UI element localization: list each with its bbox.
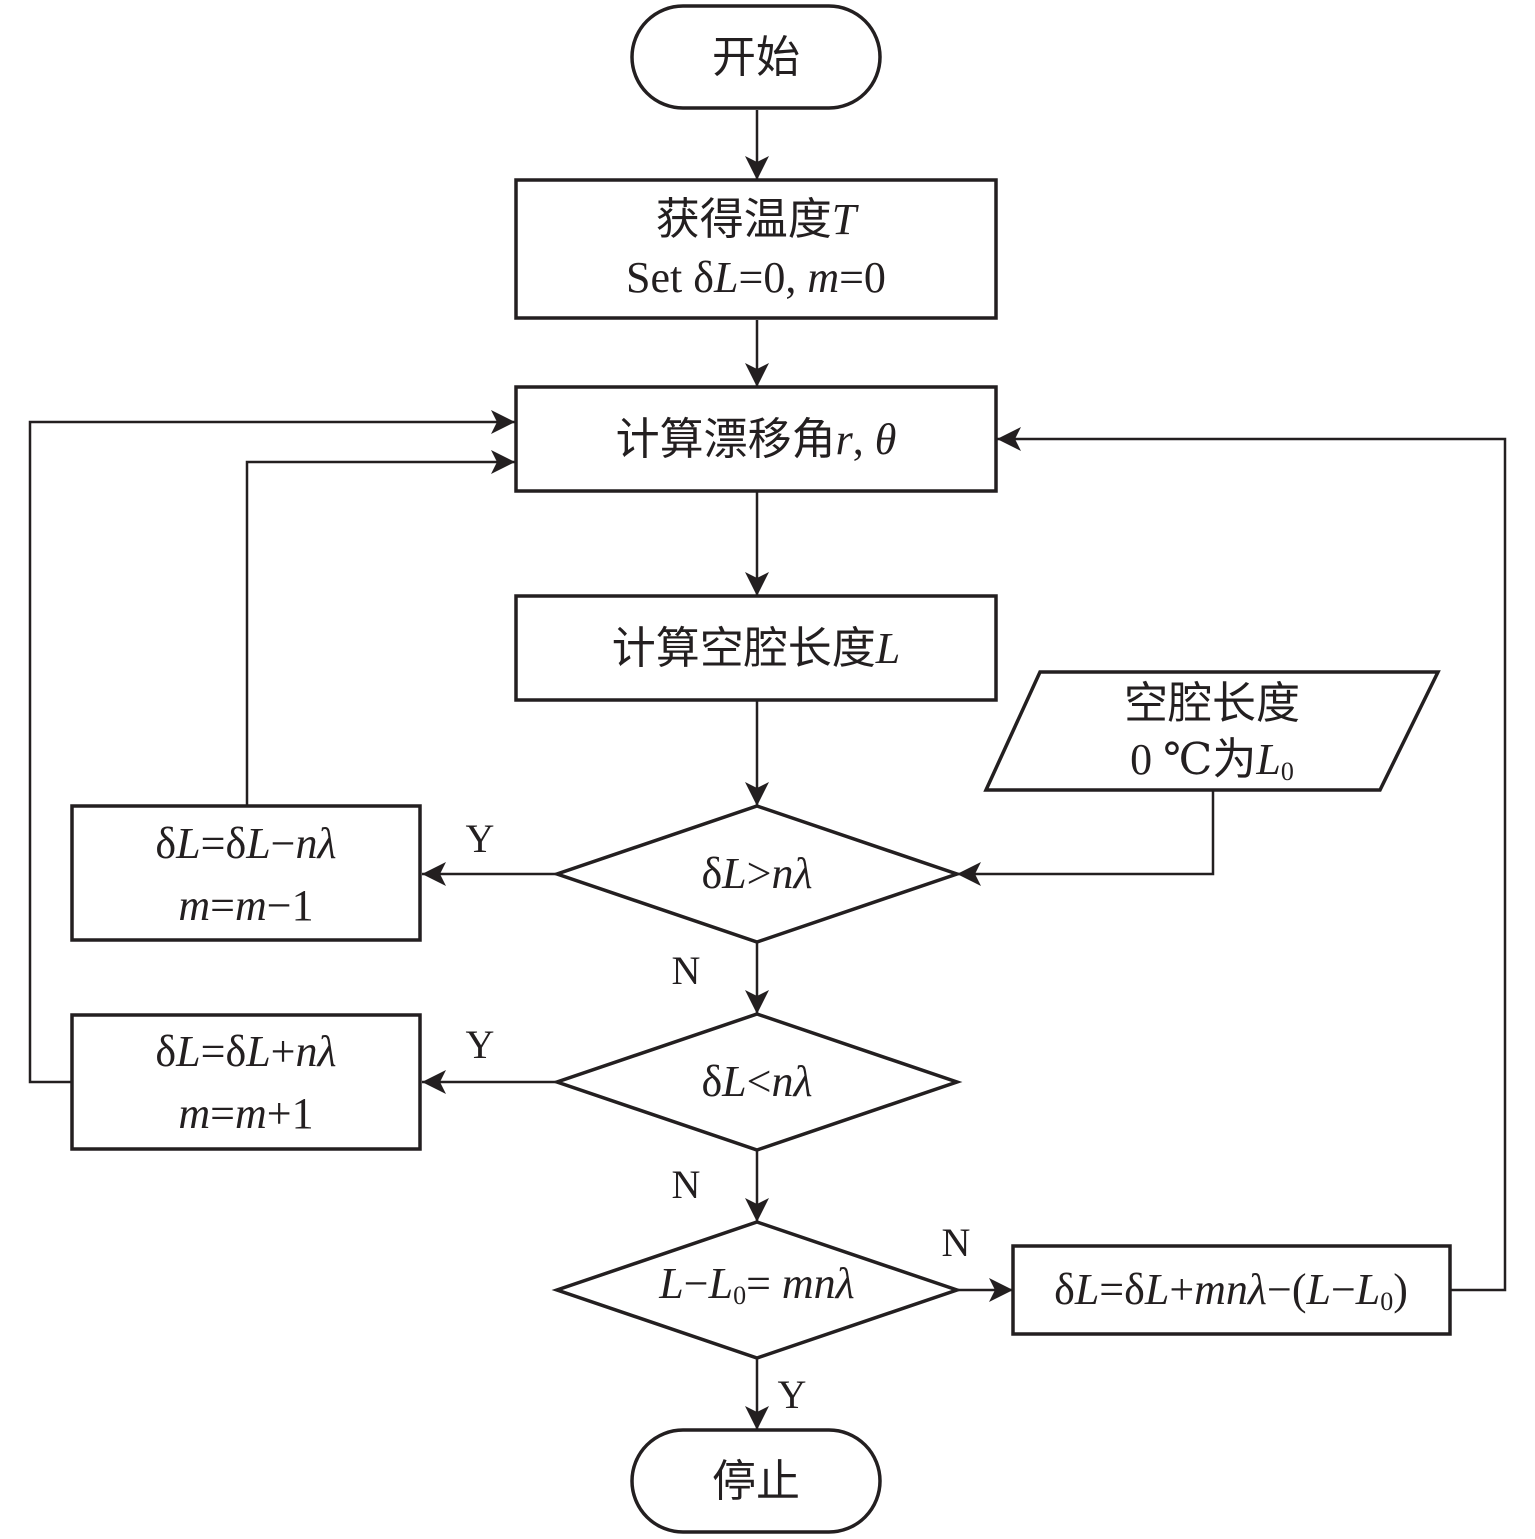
stop-label: 停止: [712, 1457, 800, 1506]
decision-2-label: δL<nλ: [701, 1057, 812, 1106]
decision-3-label: L−L0= mnλ: [658, 1259, 854, 1310]
edge-label-dec1-yes: Y: [466, 816, 495, 861]
decision-1-label: δL>nλ: [701, 849, 812, 898]
box-minus-line1: δL=δL−nλ: [155, 819, 336, 868]
input-l0-line1: 空腔长度: [1124, 679, 1300, 728]
decision-1-node: δL>nλ: [551, 804, 963, 944]
edge-label-dec2-yes: Y: [466, 1022, 495, 1067]
connectors: [28, 110, 1507, 1430]
box-plus-line2: m=m+1: [178, 1089, 313, 1138]
edge-label-dec2-no: N: [672, 1162, 701, 1207]
calc-length-label: 计算空腔长度L: [612, 624, 900, 673]
box-adjust-label: δL=δL+mnλ−(L−L0): [1054, 1265, 1408, 1316]
stop-node: 停止: [630, 1428, 882, 1534]
calc-drift-node: 计算漂移角r, θ: [514, 385, 998, 493]
edge-box-plus-loop: [28, 410, 515, 1084]
edge-label-dec3-no: N: [942, 1220, 971, 1265]
calc-drift-label: 计算漂移角r, θ: [616, 415, 897, 464]
box-minus-node: δL=δL−nλ m=m−1: [70, 804, 422, 942]
box-adjust-node: δL=δL+mnλ−(L−L0): [1011, 1244, 1452, 1336]
box-plus-line1: δL=δL+nλ: [155, 1027, 336, 1076]
decision-3-node: L−L0= mnλ: [551, 1220, 963, 1360]
start-label: 开始: [712, 33, 800, 82]
edge-box-minus-loop: [245, 450, 515, 806]
start-node: 开始: [630, 4, 882, 110]
calc-length-node: 计算空腔长度L: [514, 594, 998, 702]
get-temp-line1: 获得温度T: [656, 195, 860, 244]
get-temp-line2: Set δL=0, m=0: [626, 253, 886, 302]
box-plus-node: δL=δL+nλ m=m+1: [70, 1013, 422, 1151]
get-temp-node: 获得温度T Set δL=0, m=0: [514, 178, 998, 320]
edge-label-dec1-no: N: [672, 948, 701, 993]
input-l0-node: 空腔长度 0 ℃为L0: [983, 670, 1441, 792]
edge-input-l0-to-dec1: [957, 790, 1215, 886]
edge-label-dec3-yes: Y: [778, 1372, 807, 1417]
input-l0-line2: 0 ℃为L0: [1130, 735, 1294, 786]
edge-box-adjust-loop: [997, 427, 1507, 1292]
box-minus-line2: m=m−1: [178, 881, 313, 930]
decision-2-node: δL<nλ: [551, 1012, 963, 1152]
